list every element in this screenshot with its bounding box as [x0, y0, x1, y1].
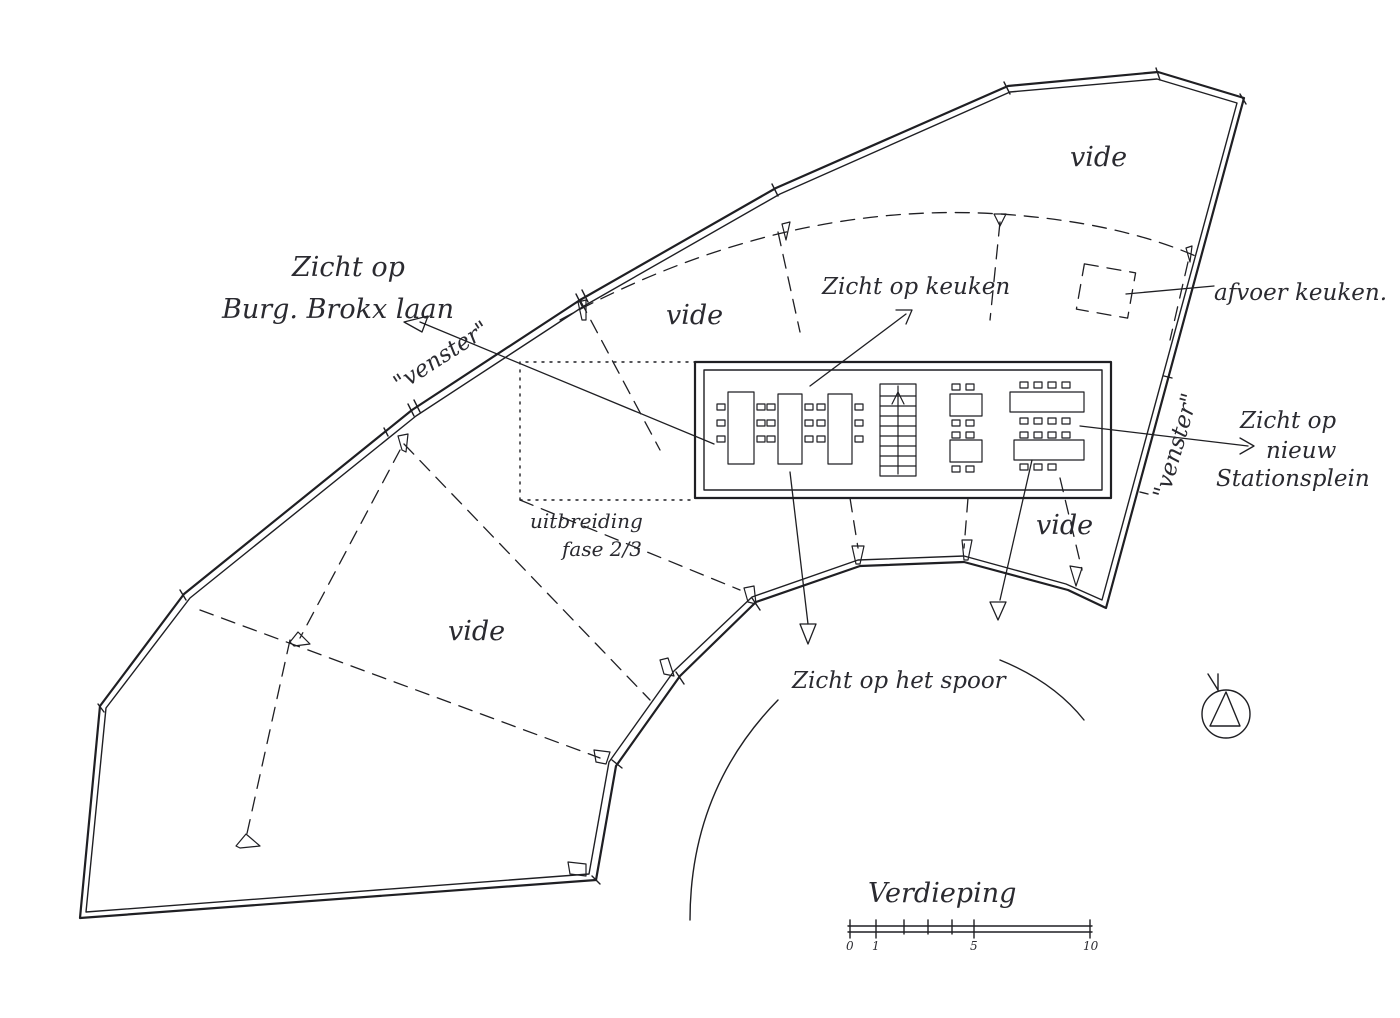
label-vide-left: vide — [448, 616, 505, 647]
dashed-arc — [559, 211, 1201, 321]
scale-bar — [847, 919, 1093, 939]
dashed-structure-lines — [199, 221, 1189, 839]
label-zicht-bwg-1: Zicht op — [291, 252, 405, 283]
sight-arrows — [403, 285, 1255, 645]
label-vide-right: vide — [1036, 510, 1093, 541]
label-zicht-keuken: Zicht op keuken — [821, 274, 1010, 300]
scale-tick-0: 0 — [846, 939, 854, 953]
label-zicht-plein-3: Stationsplein — [1216, 466, 1370, 492]
label-zicht-plein-2: nieuw — [1266, 438, 1337, 464]
wall-ticks — [97, 67, 1247, 885]
meeting-tables — [716, 391, 864, 465]
labels: vide vide vide vide Zicht op Burg. Brokx… — [221, 142, 1387, 953]
label-uitbreiding-1: uitbreiding — [530, 509, 643, 533]
label-vide-center: vide — [666, 300, 723, 331]
camera-icon — [235, 213, 1193, 877]
afvoer-keuken-zone — [1075, 263, 1137, 319]
track-arc-right — [999, 659, 1085, 721]
label-zicht-bwg-2: Burg. Brokx laan — [221, 294, 454, 325]
scale-tick-10: 10 — [1083, 939, 1099, 953]
label-venster-left: "venster" — [389, 316, 494, 397]
work-tables — [949, 381, 1085, 473]
outer-wall — [78, 70, 1246, 920]
scale-tick-5: 5 — [970, 939, 978, 953]
drawing-title: Verdieping — [868, 878, 1016, 909]
label-zicht-spoor: Zicht op het spoor — [791, 668, 1008, 694]
north-arrow-icon — [1201, 673, 1251, 739]
track-arc — [689, 699, 779, 921]
label-uitbreiding-2: fase 2/3 — [560, 537, 642, 561]
scale-tick-1: 1 — [872, 939, 880, 953]
label-afvoer-keuken: afvoer keuken. — [1214, 280, 1387, 306]
label-zicht-plein-1: Zicht op — [1239, 408, 1336, 434]
uitbreiding-outline — [519, 361, 697, 501]
label-venster-right: "venster" — [1149, 390, 1204, 501]
stair-icon — [879, 383, 917, 477]
label-vide-top: vide — [1070, 142, 1127, 173]
